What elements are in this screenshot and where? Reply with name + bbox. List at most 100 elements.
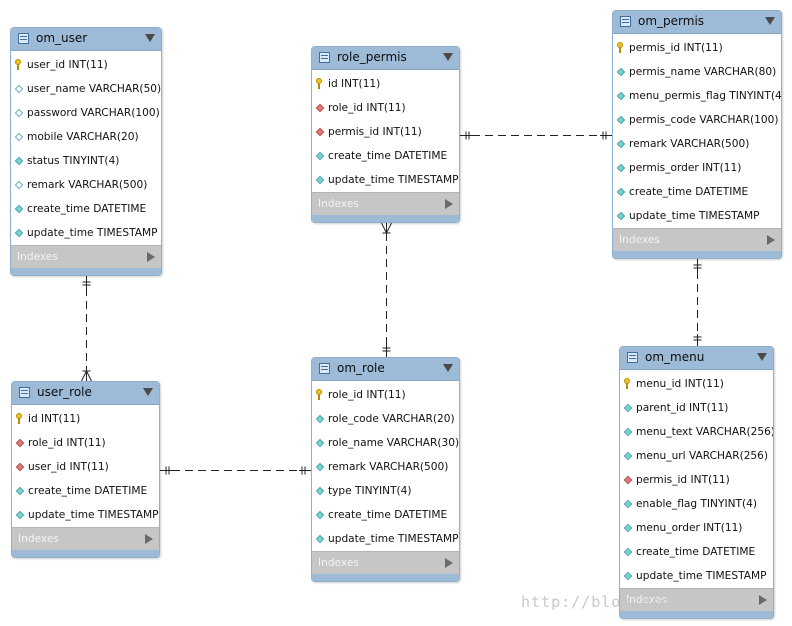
table-footer — [12, 550, 159, 557]
column-label: role_id INT(11) — [328, 102, 406, 114]
collapse-toggle-icon[interactable] — [757, 353, 767, 361]
collapse-toggle-icon[interactable] — [443, 53, 453, 61]
column-label: role_id INT(11) — [28, 437, 106, 449]
column-label: update_time TIMESTAMP — [636, 570, 767, 582]
column-row[interactable]: menu_text VARCHAR(256) — [620, 420, 773, 444]
column-row[interactable]: user_id INT(11) — [11, 53, 161, 77]
column-row[interactable]: create_time DATETIME — [613, 180, 781, 204]
column-row[interactable]: role_id INT(11) — [312, 383, 459, 407]
column-row[interactable]: role_id INT(11) — [12, 431, 159, 455]
column-row[interactable]: user_name VARCHAR(50) — [11, 77, 161, 101]
column-row[interactable]: user_id INT(11) — [12, 455, 159, 479]
column-label: create_time DATETIME — [636, 546, 756, 558]
column-row[interactable]: menu_order INT(11) — [620, 516, 773, 540]
column-icon — [14, 228, 24, 238]
column-row[interactable]: menu_id INT(11) — [620, 372, 773, 396]
indexes-section[interactable]: Indexes — [11, 245, 161, 268]
column-row[interactable]: remark VARCHAR(500) — [312, 455, 459, 479]
column-label: create_time DATETIME — [28, 485, 148, 497]
column-row[interactable]: permis_id INT(11) — [620, 468, 773, 492]
column-row[interactable]: mobile VARCHAR(20) — [11, 125, 161, 149]
indexes-section[interactable]: Indexes — [312, 551, 459, 574]
column-label: remark VARCHAR(500) — [328, 461, 449, 473]
column-icon — [616, 163, 626, 173]
column-label: update_time TIMESTAMP — [629, 210, 760, 222]
column-row[interactable]: create_time DATETIME — [12, 479, 159, 503]
column-row[interactable]: role_id INT(11) — [312, 96, 459, 120]
column-row[interactable]: create_time DATETIME — [312, 144, 459, 168]
table-footer — [312, 215, 459, 222]
column-row[interactable]: role_code VARCHAR(20) — [312, 407, 459, 431]
column-icon — [315, 486, 325, 496]
column-label: status TINYINT(4) — [27, 155, 120, 167]
column-row[interactable]: id INT(11) — [312, 72, 459, 96]
column-row[interactable]: remark VARCHAR(500) — [613, 132, 781, 156]
indexes-section[interactable]: Indexes — [12, 527, 159, 550]
column-icon — [315, 438, 325, 448]
column-row[interactable]: create_time DATETIME — [620, 540, 773, 564]
expand-arrow-icon[interactable] — [445, 558, 453, 568]
column-row[interactable]: update_time TIMESTAMP — [312, 527, 459, 551]
expand-arrow-icon[interactable] — [445, 199, 453, 209]
column-row[interactable]: update_time TIMESTAMP — [613, 204, 781, 228]
column-row[interactable]: parent_id INT(11) — [620, 396, 773, 420]
column-row[interactable]: id INT(11) — [12, 407, 159, 431]
column-row[interactable]: permis_id INT(11) — [312, 120, 459, 144]
nullable-column-icon — [14, 108, 24, 118]
indexes-section[interactable]: Indexes — [312, 192, 459, 215]
column-row[interactable]: password VARCHAR(100) — [11, 101, 161, 125]
column-row[interactable]: type TINYINT(4) — [312, 479, 459, 503]
column-row[interactable]: menu_url VARCHAR(256) — [620, 444, 773, 468]
table-header[interactable]: om_menu — [620, 347, 773, 370]
table-header[interactable]: om_role — [312, 358, 459, 381]
nullable-column-icon — [14, 180, 24, 190]
table-icon — [627, 352, 638, 363]
column-row[interactable]: update_time TIMESTAMP — [11, 221, 161, 245]
expand-arrow-icon[interactable] — [759, 595, 767, 605]
table-header[interactable]: user_role — [12, 382, 159, 405]
column-row[interactable]: permis_order INT(11) — [613, 156, 781, 180]
expand-arrow-icon[interactable] — [147, 252, 155, 262]
expand-arrow-icon[interactable] — [767, 235, 775, 245]
expand-arrow-icon[interactable] — [145, 534, 153, 544]
column-row[interactable]: update_time TIMESTAMP — [620, 564, 773, 588]
indexes-section[interactable]: Indexes — [620, 588, 773, 611]
foreign-key-icon — [315, 127, 325, 137]
column-icon — [623, 403, 633, 413]
column-label: create_time DATETIME — [629, 186, 749, 198]
column-label: id INT(11) — [328, 78, 381, 90]
column-icon — [315, 510, 325, 520]
collapse-toggle-icon[interactable] — [145, 34, 155, 42]
table-footer — [613, 251, 781, 258]
column-row[interactable]: menu_permis_flag TINYINT(4) — [613, 84, 781, 108]
column-label: remark VARCHAR(500) — [629, 138, 750, 150]
column-row[interactable]: enable_flag TINYINT(4) — [620, 492, 773, 516]
column-row[interactable]: role_name VARCHAR(30) — [312, 431, 459, 455]
table-icon — [18, 33, 29, 44]
column-row[interactable]: status TINYINT(4) — [11, 149, 161, 173]
column-row[interactable]: permis_id INT(11) — [613, 36, 781, 60]
table-title: role_permis — [337, 50, 407, 64]
table-header[interactable]: role_permis — [312, 47, 459, 70]
collapse-toggle-icon[interactable] — [443, 364, 453, 372]
collapse-toggle-icon[interactable] — [765, 17, 775, 25]
column-row[interactable]: update_time TIMESTAMP — [312, 168, 459, 192]
column-label: menu_id INT(11) — [636, 378, 724, 390]
column-row[interactable]: create_time DATETIME — [11, 197, 161, 221]
table-header[interactable]: om_permis — [613, 11, 781, 34]
column-row[interactable]: permis_name VARCHAR(80) — [613, 60, 781, 84]
column-row[interactable]: create_time DATETIME — [312, 503, 459, 527]
collapse-toggle-icon[interactable] — [143, 388, 153, 396]
column-row[interactable]: remark VARCHAR(500) — [11, 173, 161, 197]
table-header[interactable]: om_user — [11, 28, 161, 51]
column-row[interactable]: update_time TIMESTAMP — [12, 503, 159, 527]
column-row[interactable]: permis_code VARCHAR(100) — [613, 108, 781, 132]
indexes-section[interactable]: Indexes — [613, 228, 781, 251]
primary-key-icon — [316, 78, 323, 89]
